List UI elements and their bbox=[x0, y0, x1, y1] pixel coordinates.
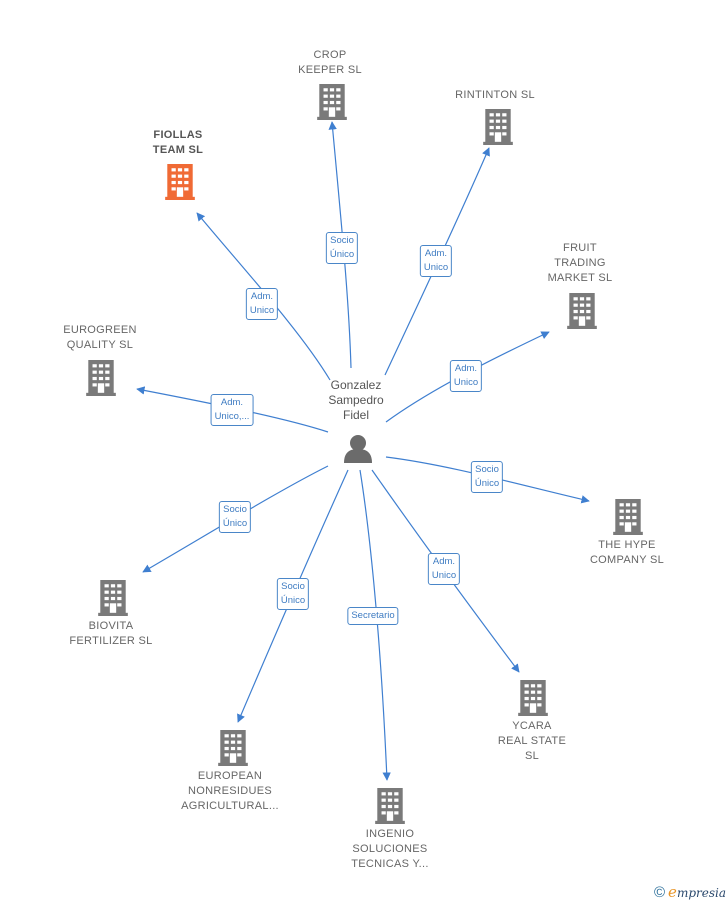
role-label-ycara: Adm. Unico bbox=[427, 553, 461, 585]
company-name-rintinton[interactable]: RINTINTON SL bbox=[455, 89, 535, 101]
building-icon-biovita[interactable] bbox=[98, 580, 128, 616]
copyright-icon: © bbox=[653, 883, 666, 901]
company-name-biovita[interactable]: BIOVITA FERTILIZER SL bbox=[69, 620, 153, 647]
building-icon-thehype[interactable] bbox=[613, 499, 643, 535]
building-icon-ycara[interactable] bbox=[518, 680, 548, 716]
company-name-ingenio[interactable]: INGENIO SOLUCIONES TECNICAS Y... bbox=[351, 828, 429, 870]
brand-logo: empresia bbox=[668, 883, 726, 901]
company-name-fruit[interactable]: FRUIT TRADING MARKET SL bbox=[547, 242, 613, 284]
building-icon-european[interactable] bbox=[218, 730, 248, 766]
company-name-crop[interactable]: CROP KEEPER SL bbox=[298, 49, 362, 76]
edge-european bbox=[237, 469, 349, 723]
role-label-rintinton: Adm. Unico bbox=[419, 245, 453, 277]
building-icon-eurogreen[interactable] bbox=[86, 360, 116, 396]
role-label-fiollas: Adm. Unico bbox=[245, 288, 279, 320]
company-name-ycara[interactable]: YCARA REAL STATE SL bbox=[497, 720, 567, 762]
role-label-thehype: Socio Único bbox=[470, 461, 504, 493]
footer-brand: © empresia bbox=[654, 883, 726, 901]
role-label-ingenio: Secretario bbox=[347, 607, 399, 625]
building-icon-fiollas[interactable] bbox=[165, 164, 195, 200]
role-label-crop: Socio Único bbox=[325, 232, 359, 264]
center-person-name[interactable]: Gonzalez Sampedro Fidel bbox=[328, 378, 384, 422]
company-name-european[interactable]: EUROPEAN NONRESIDUES AGRICULTURAL... bbox=[181, 770, 279, 812]
person-icon[interactable] bbox=[344, 435, 372, 463]
role-label-fruit: Adm. Unico bbox=[449, 360, 483, 392]
edge-ycara bbox=[371, 469, 520, 673]
role-label-european: Socio Único bbox=[276, 578, 310, 610]
building-icon-fruit[interactable] bbox=[567, 293, 597, 329]
company-name-eurogreen[interactable]: EUROGREEN QUALITY SL bbox=[63, 324, 137, 351]
building-icon-rintinton[interactable] bbox=[483, 109, 513, 145]
edge-ingenio bbox=[359, 469, 391, 781]
company-name-fiollas[interactable]: FIOLLAS TEAM SL bbox=[152, 129, 204, 156]
building-icon-crop[interactable] bbox=[317, 84, 347, 120]
building-icon-ingenio[interactable] bbox=[375, 788, 405, 824]
role-label-biovita: Socio Único bbox=[218, 501, 252, 533]
company-name-thehype[interactable]: THE HYPE COMPANY SL bbox=[589, 539, 665, 566]
role-label-eurogreen: Adm. Unico,... bbox=[210, 394, 254, 426]
